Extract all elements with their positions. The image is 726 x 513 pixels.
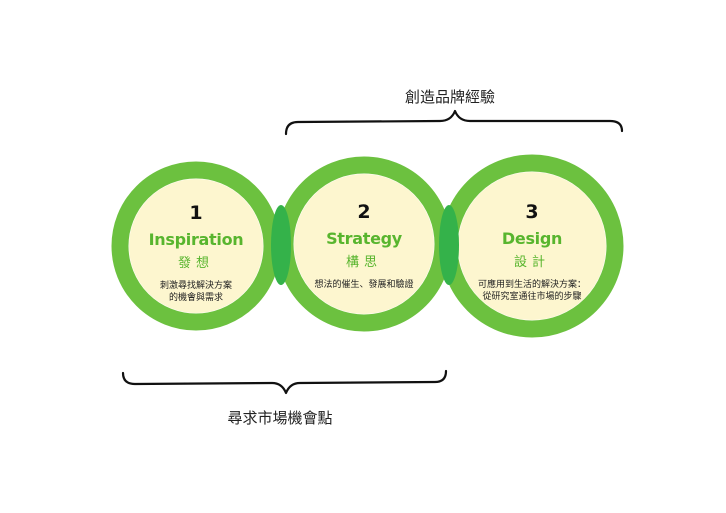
stage-number: 1 [189,202,203,224]
stage-description: 刺激尋找解決方案 的機會與需求 [159,281,232,303]
circle-2-fill [294,174,434,314]
stage-title-en: Inspiration [148,230,244,249]
stage-number: 3 [525,201,539,223]
stage-description: 想法的催生、發展和驗證 [314,280,414,290]
overlap-2-3 [439,205,459,285]
stage-title-en: Design [501,229,563,248]
stage-inspiration: 1 Inspiration 發想 刺激尋找解決方案 的機會與需求 [121,204,271,304]
circle-3-fill [458,172,606,320]
stage-title-en: Strategy [326,229,402,248]
top-brace-label: 創造品牌經驗 [404,88,495,106]
top-brace [284,109,624,136]
stage-title-zh: 設計 [513,255,550,270]
stage-title-zh: 構思 [345,255,382,270]
stage-number: 2 [357,201,371,223]
bottom-brace [121,369,448,395]
bottom-brace-label: 尋求市場機會點 [227,409,333,427]
stage-design: 3 Design 設計 可應用到生活的解決方案： 從研究室通往市場的步驟 [457,203,607,303]
stage-description: 可應用到生活的解決方案： 從研究室通往市場的步驟 [477,280,586,302]
circle-1-fill [129,179,263,313]
overlap-1-2 [271,205,291,285]
stage-strategy: 2 Strategy 構思 想法的催生、發展和驗證 [289,203,439,291]
stage-title-zh: 發想 [177,256,214,271]
